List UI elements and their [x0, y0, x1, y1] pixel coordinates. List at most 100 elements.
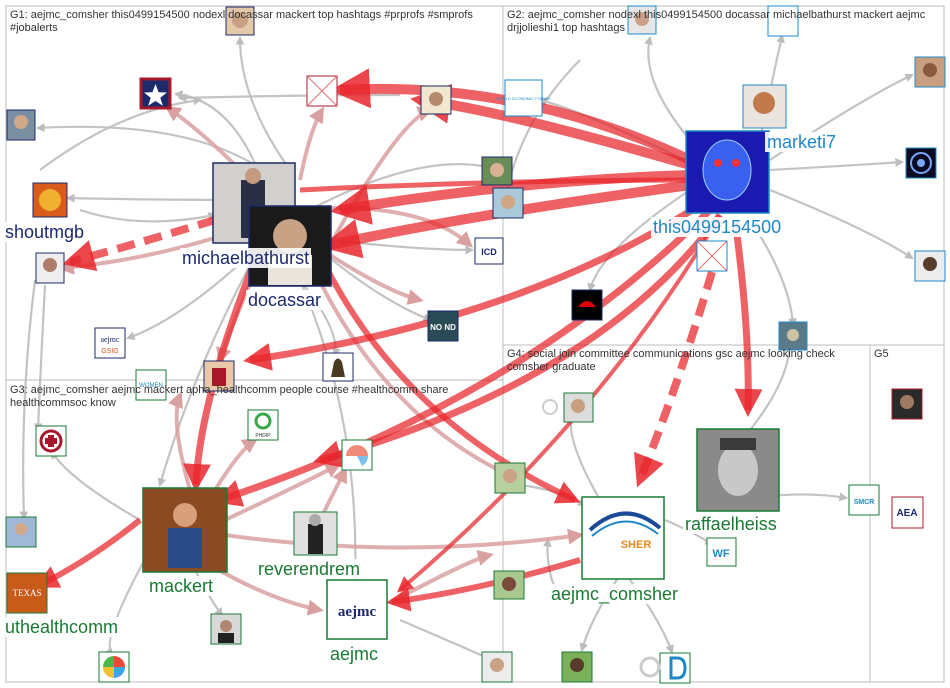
edge — [319, 249, 433, 322]
node-avatar-g4-b[interactable] — [494, 462, 526, 494]
group-caption-g4: G4: social join committee communications… — [507, 348, 835, 373]
node-phdip-logo[interactable]: PHDIP — [247, 409, 279, 441]
edge — [19, 279, 37, 521]
node-bell-logo[interactable] — [322, 352, 354, 382]
node-aejmc[interactable]: aejmc — [326, 579, 388, 640]
node-women-logo[interactable]: WOMEN — [135, 369, 167, 401]
node-pinwheel-logo[interactable] — [98, 651, 130, 683]
node-nond-logo[interactable]: NO ND — [427, 310, 459, 342]
node-redhat-logo[interactable] — [571, 289, 603, 321]
gsig-logo-text: GSIG — [101, 348, 119, 355]
icd-logo-text: ICD — [481, 247, 497, 257]
node-avatar-g1-a[interactable] — [6, 109, 36, 141]
edge — [317, 253, 581, 504]
node-avatar-g3-a[interactable] — [5, 516, 37, 548]
node-avatar-g5[interactable] — [891, 388, 923, 420]
node-g4-small-circle[interactable] — [542, 399, 558, 415]
node-mandala-g2[interactable] — [905, 147, 937, 179]
edge — [567, 408, 601, 501]
node-star-logo[interactable] — [139, 77, 172, 110]
edge — [164, 105, 242, 172]
group-caption-g5: G5 — [874, 348, 889, 360]
edge — [303, 249, 524, 483]
node-label-marketi7: marketi7 — [765, 132, 839, 152]
node-avatar-g2-e[interactable] — [778, 321, 808, 351]
node-broken-image-g2[interactable] — [696, 240, 728, 272]
node-avatar-g4-a[interactable] — [563, 392, 594, 423]
node-wef-logo[interactable]: WORLD ECONOMIC FORUM — [496, 79, 550, 117]
node-photo-g1-f[interactable] — [203, 360, 235, 392]
node-avatar-g1-c[interactable] — [481, 156, 513, 186]
node-this0499154500[interactable] — [685, 130, 770, 214]
edge — [224, 463, 342, 522]
edge — [330, 170, 691, 225]
node-label-shoutmgb: shoutmgb — [3, 222, 87, 242]
edge — [298, 279, 360, 583]
node-avatar-g4-c[interactable] — [493, 570, 525, 600]
node-label-reverendrem: reverendrem — [256, 559, 363, 579]
node-smcr-logo[interactable]: SMCR — [848, 484, 880, 516]
node-label-michaelbathurst: michaelbathurst — [180, 248, 312, 268]
edge — [35, 123, 256, 166]
edge — [62, 216, 217, 272]
edge — [235, 35, 291, 171]
node-avatar-g1-b[interactable] — [420, 85, 452, 115]
edge — [34, 517, 142, 588]
node-avatar-g4-d[interactable] — [481, 651, 513, 683]
node-mackert[interactable] — [142, 487, 228, 573]
node-avatar-g4-e[interactable] — [561, 651, 593, 683]
edge — [587, 189, 691, 293]
edge — [644, 35, 691, 141]
edge — [769, 158, 905, 172]
node-avatar-g3-b[interactable] — [210, 613, 242, 645]
node-docassar[interactable] — [248, 205, 332, 287]
node-marketi7[interactable] — [742, 84, 787, 129]
node-reverendrem[interactable] — [293, 511, 338, 556]
group-caption-g2: G2: aejmc_comsher nodexl this0499154500 … — [507, 9, 926, 34]
edge — [39, 96, 203, 171]
node-avatar-g1-e[interactable] — [35, 252, 65, 284]
edge — [173, 90, 262, 176]
node-aea-logo[interactable]: AEA — [891, 496, 924, 529]
node-gsig-logo[interactable]: aejmc GSIG — [94, 327, 126, 359]
sher-logo-text: SHER — [621, 539, 652, 551]
node-avatar-g2-b[interactable] — [767, 5, 799, 37]
aejmc-small-logo-text: aejmc — [100, 335, 120, 344]
node-search-magnifier-icon[interactable] — [639, 656, 661, 678]
smcr-logo-text: SMCR — [854, 499, 875, 506]
node-cross-logo[interactable] — [35, 425, 67, 457]
node-avatar-g1-top[interactable] — [225, 6, 255, 36]
women-logo-text: WOMEN — [139, 383, 163, 389]
node-avatar-g2-d[interactable] — [914, 250, 946, 282]
edge — [224, 528, 584, 550]
node-avatar-g2-c[interactable] — [914, 56, 946, 88]
node-d-logo[interactable] — [659, 652, 691, 684]
node-wf-logo[interactable]: WF — [706, 537, 737, 567]
edge — [213, 437, 259, 492]
edge — [213, 207, 713, 507]
node-shoutmgb[interactable] — [32, 182, 68, 218]
nond-logo-text: NO ND — [430, 323, 456, 332]
edge — [386, 557, 581, 612]
node-label-docassar: docassar — [246, 290, 324, 310]
aea-logo-text: AEA — [896, 508, 917, 519]
edge — [320, 180, 691, 259]
node-label-uthealthcomm: uthealthcomm — [3, 617, 121, 637]
edge — [313, 212, 723, 468]
node-avatar-g1-d[interactable] — [492, 187, 524, 219]
node-label-aejmc: aejmc — [328, 644, 381, 664]
node-aejmc_comsher[interactable]: SHER — [581, 496, 665, 580]
node-fan-logo[interactable] — [341, 439, 373, 471]
edge — [731, 219, 763, 417]
edge — [299, 279, 341, 358]
node-raffaelheiss[interactable] — [696, 428, 780, 512]
group-caption-g3: G3: aejmc_comsher aejmc mackert apha_hea… — [10, 384, 449, 409]
node-icd-logo[interactable]: ICD — [474, 237, 504, 265]
node-label-aejmc_comsher: aejmc_comsher — [549, 584, 681, 604]
node-broken-image-g1[interactable] — [306, 75, 338, 107]
edge — [298, 106, 325, 181]
node-uthealthcomm[interactable]: TEXAS — [6, 572, 48, 614]
node-avatar-g2-a[interactable] — [627, 5, 657, 35]
node-label-this0499154500: this0499154500 — [651, 217, 784, 237]
